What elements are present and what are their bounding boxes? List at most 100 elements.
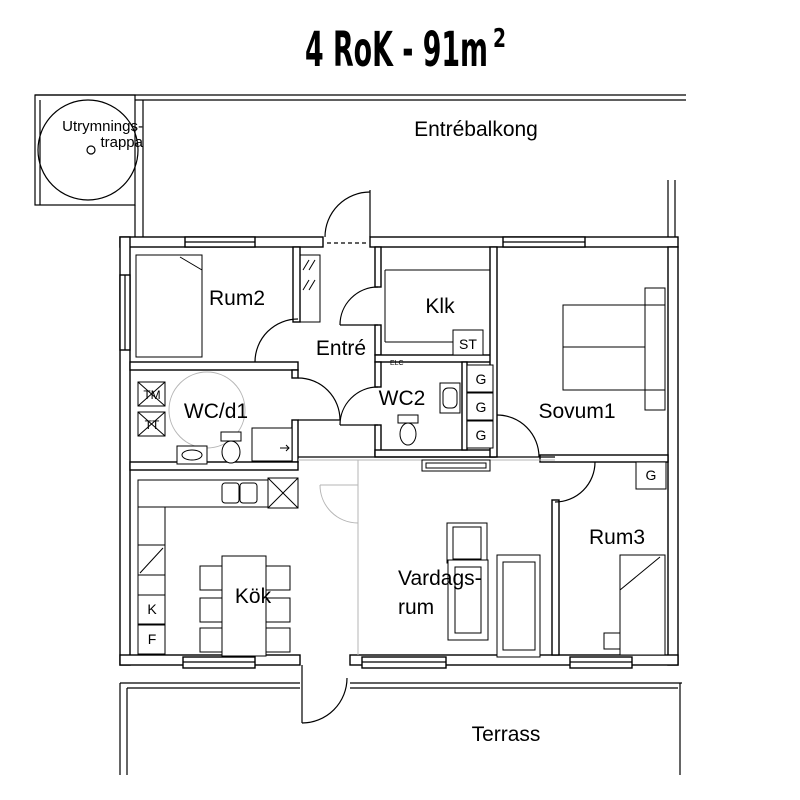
- wall-wc2-bottom: [374, 449, 496, 458]
- wardrobe-hanger-3: [302, 279, 310, 291]
- terrace-door-arc: [301, 677, 348, 724]
- room-label-vardagsrum-line1: Vardags-: [398, 567, 482, 590]
- room-label-wcd1: WC/d1: [184, 400, 248, 423]
- fixture-label-g-1: G: [476, 371, 487, 387]
- wc2-toilet-bowl: [399, 422, 417, 446]
- fixture-label-g-2: G: [476, 399, 487, 415]
- dining-table: [221, 555, 267, 657]
- plan-title: 4 RoK - 91m: [305, 22, 488, 78]
- stair-label-line2: trappa: [100, 134, 143, 151]
- rum2-furniture: [135, 254, 321, 358]
- dining-chair-left-3: [199, 627, 223, 653]
- fixture-label-k: K: [147, 601, 157, 617]
- armchair-seat: [452, 526, 482, 560]
- wc2-sink: [439, 382, 461, 414]
- wall-wcd1-bottom: [129, 461, 299, 471]
- room-label-vardagsrum-line2: rum: [398, 596, 434, 619]
- wall-rum3-left: [551, 499, 560, 656]
- fixture-label-elc: ELC: [390, 360, 404, 367]
- room-label-klk: Klk: [425, 295, 455, 318]
- entrance-balcony-outline: [35, 94, 686, 237]
- dining-chair-left-2: [199, 597, 223, 623]
- rum2-bed-blanket-fold: [179, 256, 203, 271]
- fixture-label-g-3: G: [476, 427, 487, 443]
- rum3-furniture: [603, 554, 666, 656]
- fixture-label-tm: TM: [143, 388, 160, 402]
- fixture-label-g-4: G: [646, 467, 657, 483]
- windows: [119, 236, 633, 669]
- wardrobe-hanger-1: [302, 259, 310, 271]
- floor-lines: [298, 456, 555, 655]
- escape-stair-spiral: [37, 99, 139, 201]
- wcd1-washer-arrow: [280, 444, 290, 452]
- wcd1-toilet-bowl: [221, 440, 241, 464]
- sofa-seat: [502, 561, 536, 651]
- dining-chair-right-3: [265, 627, 291, 653]
- kitchen-fridge-box: [137, 594, 166, 625]
- wall-wc2-left-upper: [374, 361, 382, 388]
- doors: [254, 190, 596, 724]
- rum3-bed: [619, 554, 666, 656]
- wc2-fixtures: [397, 382, 461, 446]
- klk-door-arc: [339, 286, 379, 326]
- g-closet-1: [466, 364, 494, 393]
- sovum1-nightstand-top: [644, 287, 666, 306]
- kitchen-sink-right: [239, 482, 258, 504]
- wall-right: [667, 246, 679, 666]
- wcd1-toilet-tank: [220, 431, 242, 442]
- vardagsrum-furniture: [421, 459, 541, 658]
- klk-fixtures: [384, 269, 490, 356]
- sovum1-door-arc: [496, 414, 540, 458]
- wcd1-door-arc: [297, 377, 341, 421]
- kitchen-stove-cross-b: [267, 477, 299, 509]
- rum3-door-arc: [554, 461, 596, 503]
- rum2-door-arc: [254, 318, 299, 363]
- dining-chair-right-2: [265, 597, 291, 623]
- entrance-door-arc: [324, 191, 371, 238]
- wall-sovum1-bottom: [539, 454, 669, 463]
- klk-storage-box: [452, 329, 484, 356]
- sofa: [496, 554, 541, 658]
- entre-wardrobe: [299, 254, 321, 323]
- stair-label-line1: Utrymnings-: [62, 118, 143, 135]
- sovum1-nightstand-bottom: [644, 389, 666, 411]
- wcd1-sink: [176, 445, 208, 465]
- escape-stair-center: [86, 145, 96, 155]
- wall-rum2-bottom: [129, 361, 299, 371]
- kitchen-fixtures: [137, 477, 299, 657]
- fixture-label-st: ST: [459, 336, 477, 352]
- wall-klk-left-upper: [374, 246, 382, 288]
- escape-stair-box: [34, 94, 136, 206]
- plan-title-superscript: 2: [493, 24, 506, 54]
- wall-wcd1-right-lower: [291, 419, 299, 463]
- coffee-table-inner: [454, 566, 482, 634]
- room-label-kok: Kök: [235, 585, 272, 608]
- wardrobe-hanger-4: [308, 279, 316, 291]
- dining-chair-left-1: [199, 565, 223, 591]
- g-closet-rum3: [635, 461, 667, 490]
- terrace-outline: [119, 682, 682, 775]
- fixture-label-f: F: [148, 631, 157, 647]
- rum2-bed: [135, 254, 203, 358]
- wcd1-sink-basin: [181, 449, 203, 461]
- kitchen-freezer-box: [137, 624, 166, 655]
- wall-wc2-right: [461, 361, 468, 451]
- wc2-door-arc: [339, 386, 379, 426]
- escape-stair: [34, 94, 139, 206]
- g-closet-3: [466, 420, 494, 449]
- kitchen-dishwasher-diagonal: [139, 547, 164, 574]
- sovum1-furniture: [562, 287, 666, 411]
- wcd1-tt-cross-b: [137, 411, 166, 437]
- wall-klk-left-lower: [374, 324, 382, 356]
- g-closets: [466, 364, 667, 490]
- tv-bench-inner: [425, 462, 487, 469]
- room-label-wc2: WC2: [379, 387, 426, 410]
- room-label-terrass: Terrass: [472, 723, 541, 746]
- dining-chair-right-1: [265, 565, 291, 591]
- room-label-entrebalkong: Entrébalkong: [414, 118, 538, 141]
- wc2-toilet-tank: [397, 414, 419, 424]
- room-label-entre: Entré: [316, 337, 366, 360]
- fixture-label-tt: TT: [145, 418, 160, 432]
- kitchen-swing-arc: [319, 484, 359, 524]
